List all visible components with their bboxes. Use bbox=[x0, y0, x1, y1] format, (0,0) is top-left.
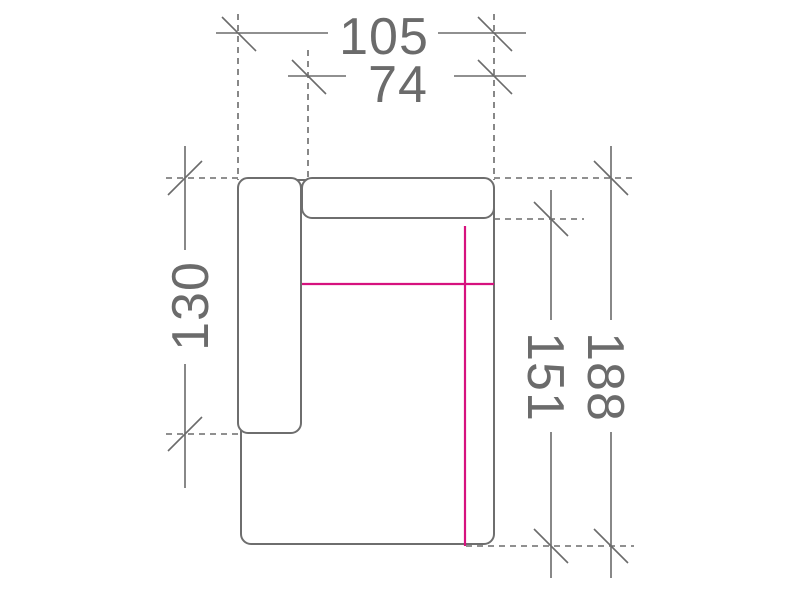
tick-74-right bbox=[477, 59, 513, 95]
tick-188-top bbox=[593, 160, 629, 196]
tick-151-bottom bbox=[533, 528, 569, 564]
tick-130-bottom bbox=[167, 416, 203, 452]
dimension-label-151: 151 bbox=[516, 332, 574, 422]
dimension-label-105: 105 bbox=[339, 8, 429, 66]
seat-reference-lines bbox=[302, 226, 494, 546]
dimension-188: 188 bbox=[576, 146, 634, 578]
extension-lines bbox=[166, 14, 634, 547]
tick-105-left bbox=[221, 16, 257, 52]
dimension-151: 151 bbox=[516, 190, 574, 578]
backrest bbox=[301, 177, 495, 219]
dimension-105: 105 bbox=[216, 8, 526, 66]
tick-74-left bbox=[291, 59, 327, 95]
tick-188-bottom bbox=[593, 528, 629, 564]
tick-105-right bbox=[477, 16, 513, 52]
tick-130-top bbox=[167, 160, 203, 196]
dimension-74: 74 bbox=[288, 56, 526, 114]
dimension-label-130: 130 bbox=[162, 261, 220, 351]
armrest bbox=[237, 177, 302, 434]
dimension-130: 130 bbox=[162, 146, 220, 488]
dimension-label-188: 188 bbox=[576, 332, 634, 422]
tick-151-top bbox=[533, 201, 569, 237]
sofa-outline bbox=[237, 177, 495, 545]
dimension-label-74: 74 bbox=[368, 56, 428, 114]
